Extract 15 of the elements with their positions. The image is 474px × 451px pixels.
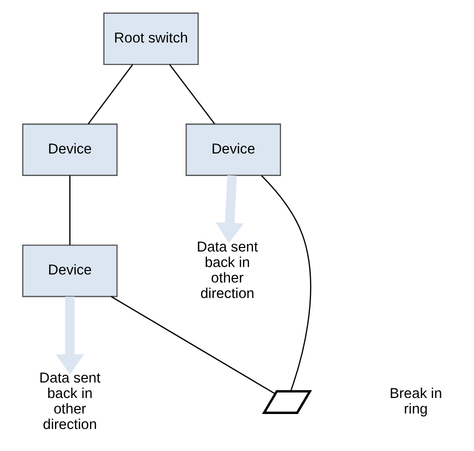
arrow [55, 296, 84, 375]
node-box: Device [185, 124, 281, 176]
connector [168, 64, 215, 124]
connector [68, 176, 70, 246]
label: Break in ring [389, 386, 442, 418]
connector [87, 64, 133, 124]
node-box: Device [22, 124, 118, 176]
node-text: Data sent back in other direction [38, 370, 100, 434]
node-zigzag [261, 390, 312, 414]
arrow [215, 175, 244, 244]
connector [260, 175, 311, 392]
node-box: Device [22, 244, 118, 298]
connector [110, 296, 275, 394]
node-box: Root switch [102, 12, 198, 66]
node-text: Data sent back in other direction [196, 239, 258, 302]
